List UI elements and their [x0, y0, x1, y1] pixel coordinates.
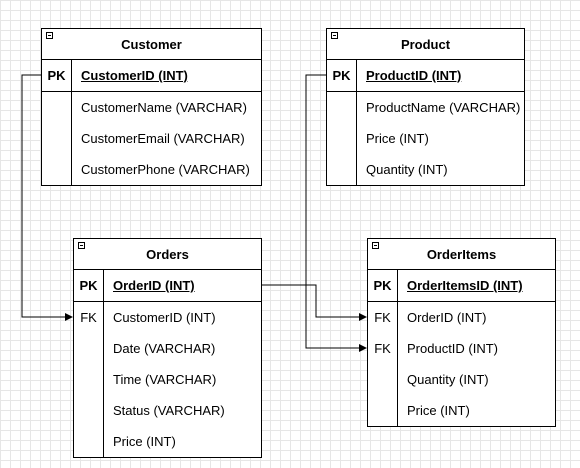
edge-customer-to-orders	[21, 74, 73, 321]
table-row[interactable]: PK ProductID (INT)	[327, 60, 524, 92]
key-label: PK	[368, 270, 398, 301]
product-table-title: Product	[400, 36, 451, 52]
orders-table[interactable]: Orders PK OrderID (INT) FK CustomerID (I…	[73, 238, 262, 458]
key-label	[368, 395, 398, 426]
orderitems-table-title: OrderItems	[426, 246, 497, 262]
key-label: PK	[327, 60, 357, 91]
collapse-icon[interactable]	[78, 242, 85, 249]
field-label: Quantity (INT)	[407, 372, 489, 387]
field-label: ProductName (VARCHAR)	[366, 100, 521, 115]
table-row[interactable]: Price (INT)	[368, 395, 555, 426]
key-label	[368, 364, 398, 395]
field-label: ProductID (INT)	[366, 68, 462, 83]
field-label: Date (VARCHAR)	[113, 341, 216, 356]
field-label: CustomerPhone (VARCHAR)	[81, 162, 250, 177]
key-label: FK	[74, 302, 104, 333]
field-label: OrderID (INT)	[113, 278, 195, 293]
table-row[interactable]: CustomerName (VARCHAR)	[42, 92, 261, 123]
orders-table-header[interactable]: Orders	[74, 239, 261, 270]
field-label: CustomerEmail (VARCHAR)	[81, 131, 245, 146]
table-row[interactable]: FK CustomerID (INT)	[74, 302, 261, 333]
field-label: CustomerID (INT)	[113, 310, 216, 325]
field-label: CustomerID (INT)	[81, 68, 188, 83]
edge-orders-to-orderitems	[262, 284, 367, 321]
table-row[interactable]: Status (VARCHAR)	[74, 395, 261, 426]
key-label	[327, 123, 357, 154]
key-label: PK	[42, 60, 72, 91]
table-row[interactable]: PK OrderID (INT)	[74, 270, 261, 302]
table-row[interactable]: FK OrderID (INT)	[368, 302, 555, 333]
table-row[interactable]: Quantity (INT)	[368, 364, 555, 395]
table-row[interactable]: Price (INT)	[74, 426, 261, 457]
key-label	[74, 364, 104, 395]
key-label	[74, 426, 104, 457]
table-row[interactable]: CustomerEmail (VARCHAR)	[42, 123, 261, 154]
field-label: ProductID (INT)	[407, 341, 499, 356]
field-label: Time (VARCHAR)	[113, 372, 217, 387]
table-row[interactable]: Date (VARCHAR)	[74, 333, 261, 364]
customer-table[interactable]: Customer PK CustomerID (INT) CustomerNam…	[41, 28, 262, 186]
field-label: OrderID (INT)	[407, 310, 487, 325]
field-label: Quantity (INT)	[366, 162, 448, 177]
product-table[interactable]: Product PK ProductID (INT) ProductName (…	[326, 28, 525, 186]
field-label: Status (VARCHAR)	[113, 403, 225, 418]
key-label	[42, 123, 72, 154]
edge-product-to-orderitems	[305, 74, 367, 352]
customer-table-title: Customer	[121, 36, 182, 52]
key-label	[74, 395, 104, 426]
key-label: PK	[74, 270, 104, 301]
key-label	[42, 154, 72, 185]
key-label: FK	[368, 302, 398, 333]
key-label	[42, 92, 72, 123]
key-label	[327, 92, 357, 123]
field-label: Price (INT)	[366, 131, 429, 146]
orders-table-title: Orders	[146, 246, 189, 262]
field-label: Price (INT)	[113, 434, 176, 449]
table-row[interactable]: ProductName (VARCHAR)	[327, 92, 524, 123]
key-label	[327, 154, 357, 185]
collapse-icon[interactable]	[372, 242, 379, 249]
collapse-icon[interactable]	[46, 32, 53, 39]
orderitems-table[interactable]: OrderItems PK OrderItemsID (INT) FK Orde…	[367, 238, 556, 427]
field-label: OrderItemsID (INT)	[407, 278, 523, 293]
field-label: Price (INT)	[407, 403, 470, 418]
table-row[interactable]: CustomerPhone (VARCHAR)	[42, 154, 261, 185]
key-label	[74, 333, 104, 364]
orderitems-table-header[interactable]: OrderItems	[368, 239, 555, 270]
customer-table-header[interactable]: Customer	[42, 29, 261, 60]
collapse-icon[interactable]	[331, 32, 338, 39]
table-row[interactable]: Time (VARCHAR)	[74, 364, 261, 395]
table-row[interactable]: FK ProductID (INT)	[368, 333, 555, 364]
table-row[interactable]: PK OrderItemsID (INT)	[368, 270, 555, 302]
product-table-header[interactable]: Product	[327, 29, 524, 60]
table-row[interactable]: PK CustomerID (INT)	[42, 60, 261, 92]
field-label: CustomerName (VARCHAR)	[81, 100, 247, 115]
key-label: FK	[368, 333, 398, 364]
table-row[interactable]: Price (INT)	[327, 123, 524, 154]
table-row[interactable]: Quantity (INT)	[327, 154, 524, 185]
